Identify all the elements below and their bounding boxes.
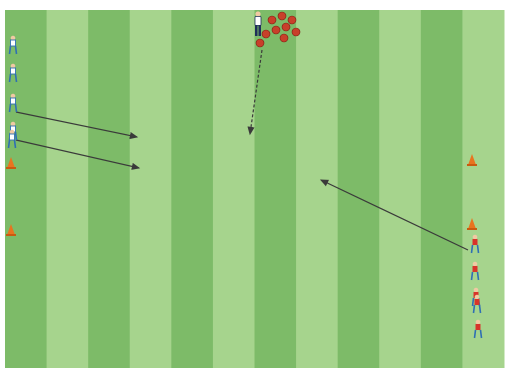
pitch-stripe [47,10,89,368]
pitch-stripe [338,10,380,368]
pitch-stripes [5,10,505,368]
ball-icon [272,26,280,34]
ball-icon [280,34,288,42]
pitch-stripe [255,10,297,368]
ball-icon [268,16,276,24]
pitch-stripe [296,10,338,368]
pitch-stripe [171,10,213,368]
ball-icon [256,39,264,47]
pitch-stripe [379,10,421,368]
ball-icon [288,16,296,24]
ball-icon [292,28,300,36]
pitch-stripe [130,10,172,368]
ball-icon [278,12,286,20]
ball-icon [282,23,290,31]
pitch-stripe [421,10,463,368]
pitch-stripe [213,10,255,368]
pitch-stripe [5,10,47,368]
pitch-stripe [88,10,130,368]
ball-icon [262,30,270,38]
pitch-stripe [462,10,504,368]
